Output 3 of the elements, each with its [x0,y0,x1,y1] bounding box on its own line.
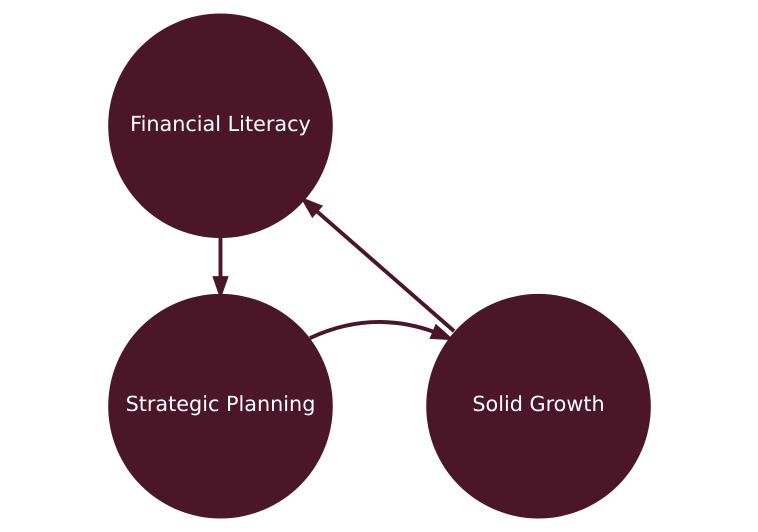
node-circle: Financial Literacy [108,14,332,238]
node-circle: Strategic Planning [108,294,332,518]
node-circle: Solid Growth [426,294,650,518]
